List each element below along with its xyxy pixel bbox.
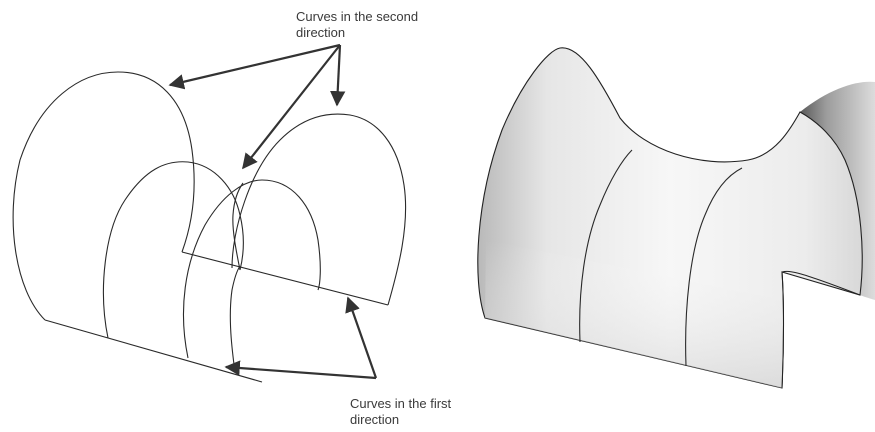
first-direction-curve-a <box>233 183 243 270</box>
shaded-surface <box>478 48 875 388</box>
second-direction-curve-4 <box>232 114 406 305</box>
first-direction-arrows <box>226 298 376 378</box>
first-direction-edge-front <box>45 320 262 382</box>
second-direction-curve-3 <box>183 180 320 358</box>
first-direction-label: Curves in the first direction <box>350 396 451 428</box>
second-direction-curve-2 <box>103 162 243 338</box>
first-direction-label-line2: direction <box>350 412 451 428</box>
second-direction-label-line2: direction <box>296 25 418 41</box>
wireframe-curves <box>13 72 406 382</box>
second-direction-arrows <box>170 45 340 168</box>
second-direction-label-line1: Curves in the second <box>296 9 418 25</box>
first-direction-label-line1: Curves in the first <box>350 396 451 412</box>
second-direction-label: Curves in the second direction <box>296 9 418 41</box>
first-direction-curve-b <box>230 266 240 372</box>
first-direction-edge-back <box>182 252 388 305</box>
